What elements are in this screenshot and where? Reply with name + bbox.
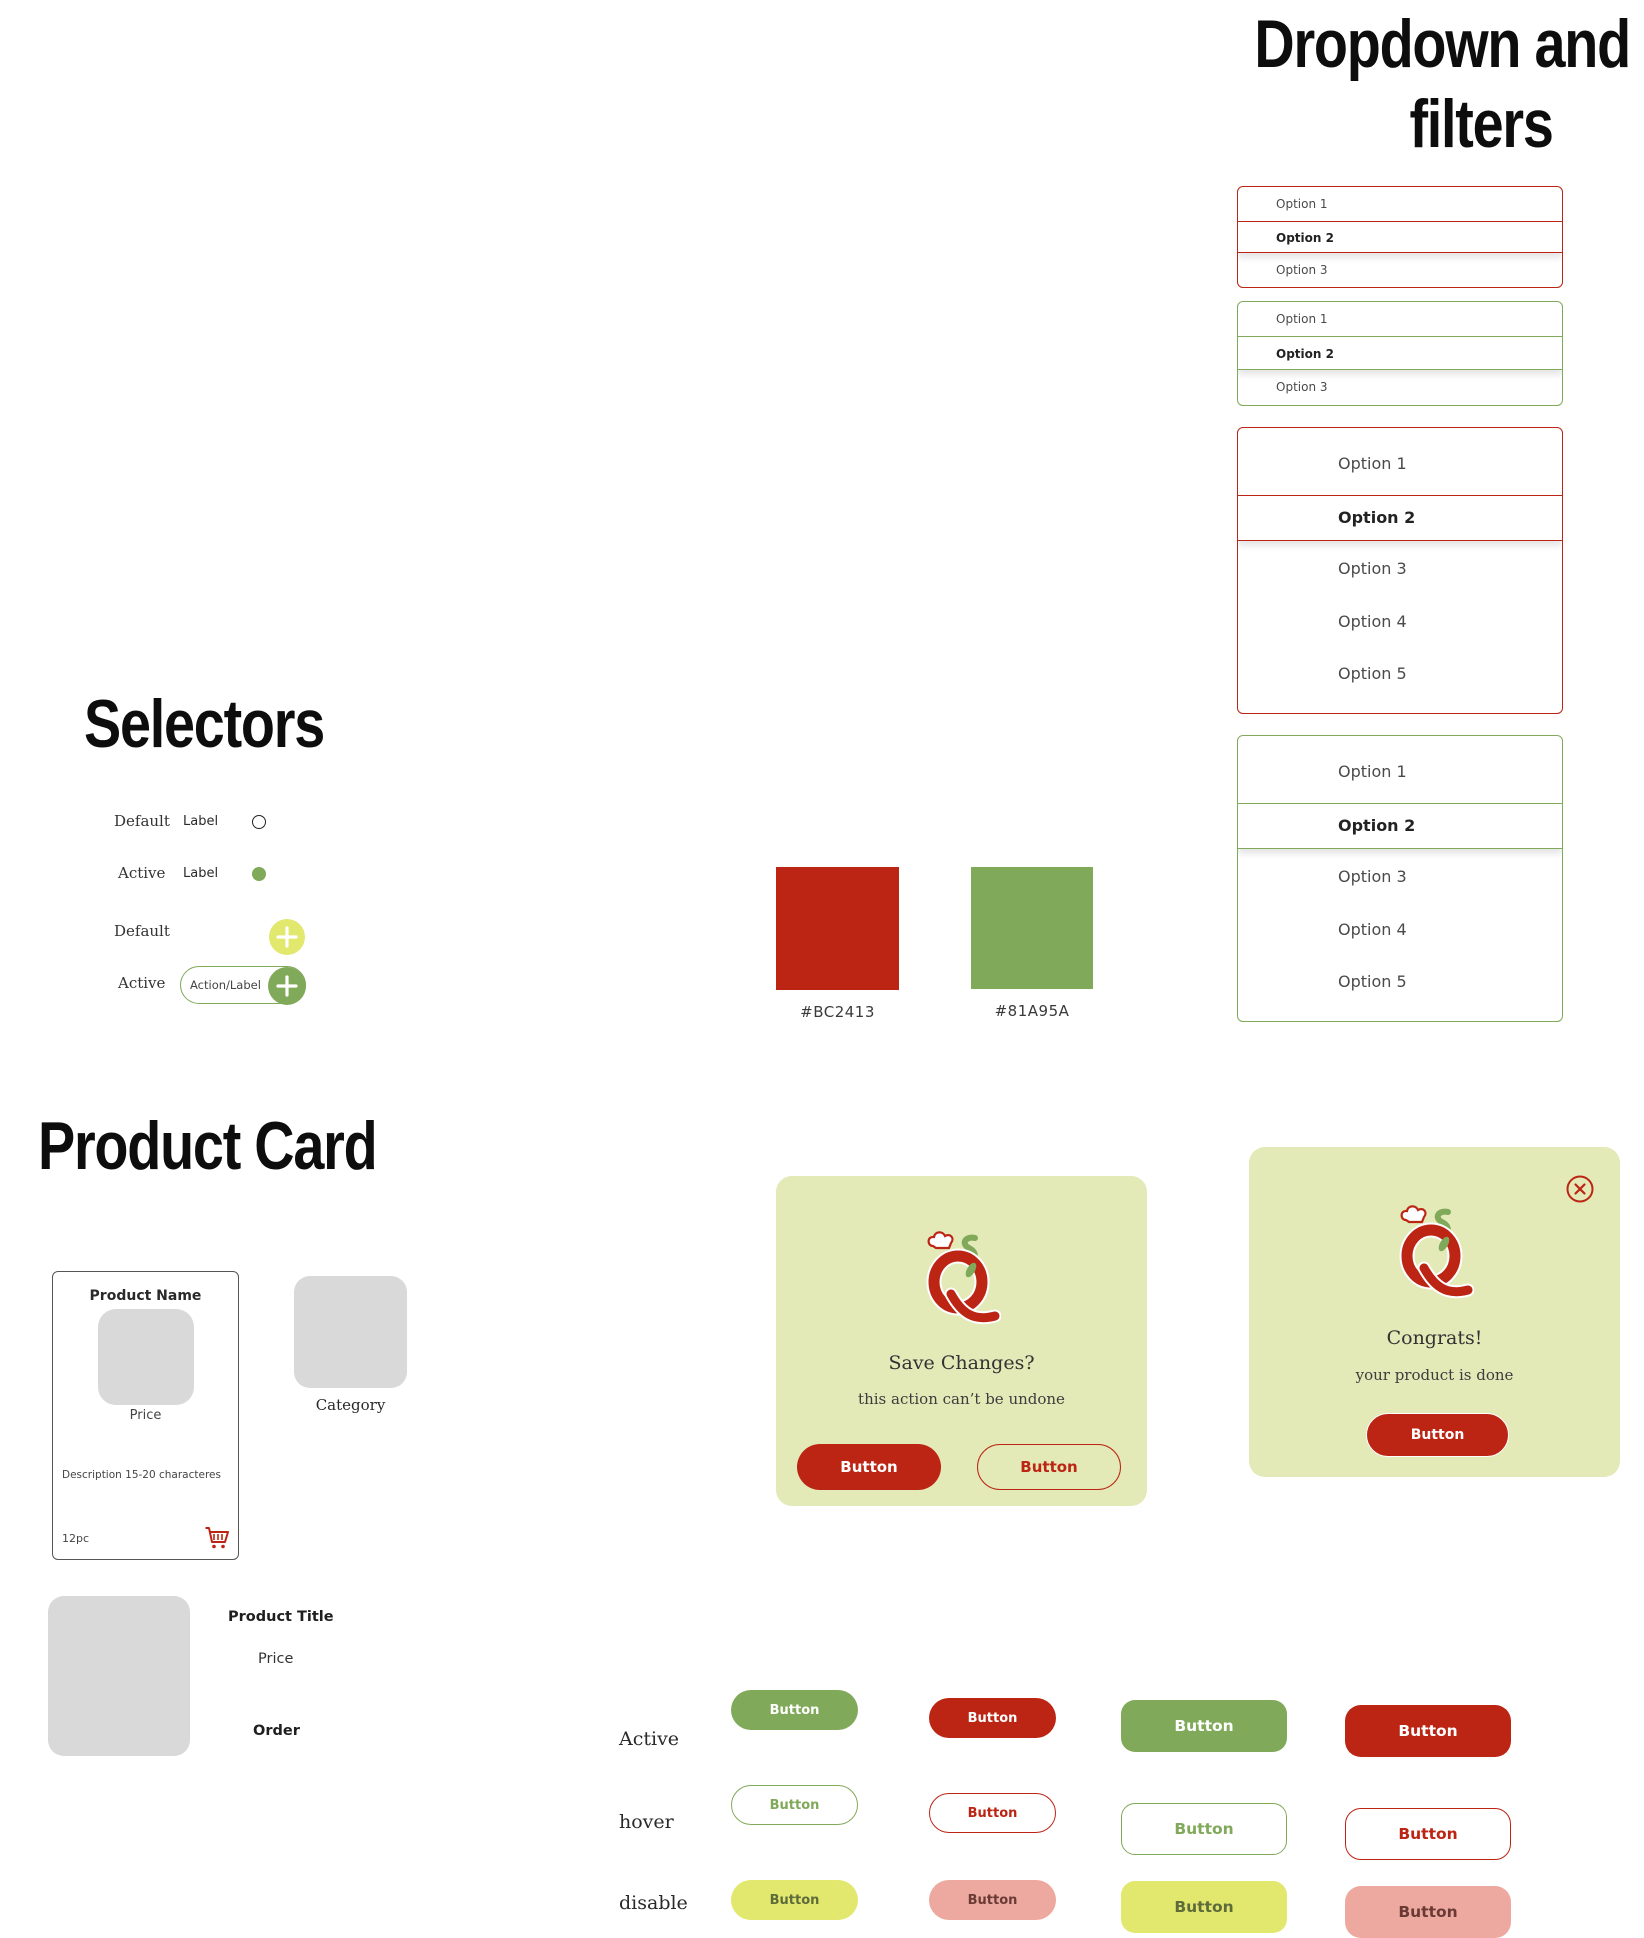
add-selector-state-default: Default — [114, 922, 170, 940]
cart-icon[interactable] — [204, 1526, 230, 1550]
radio-button-checked[interactable] — [252, 867, 266, 881]
button-green-large-hover[interactable]: Button — [1121, 1803, 1287, 1855]
button-green-small-hover[interactable]: Button — [731, 1785, 858, 1825]
selectors-heading: Selectors — [84, 686, 325, 762]
button-red-small-active[interactable]: Button — [929, 1698, 1056, 1738]
save-confirm-button[interactable]: Button — [797, 1444, 941, 1490]
dropdown-option[interactable]: Option 3 — [1276, 380, 1328, 394]
category-label: Category — [315, 1396, 386, 1414]
dropdown-option[interactable]: Option 4 — [1338, 920, 1407, 939]
button-red-large-active[interactable]: Button — [1345, 1705, 1511, 1757]
dialog-title: Save Changes? — [888, 1352, 1035, 1374]
product-quantity: 12pc — [62, 1532, 90, 1545]
add-button-default[interactable] — [269, 919, 305, 955]
dropdown-option[interactable]: Option 1 — [1338, 454, 1407, 473]
product-card-heading: Product Card — [38, 1108, 378, 1184]
button-green-small-disabled[interactable]: Button — [731, 1880, 858, 1920]
dropdown-small-green[interactable]: Option 1 Option 2 Option 3 — [1237, 301, 1563, 406]
dropdown-heading-line1: Dropdown and — [1254, 6, 1631, 82]
congrats-dialog: Congrats! your product is done Button — [1249, 1147, 1620, 1477]
dropdown-small-red[interactable]: Option 1 Option 2 Option 3 — [1237, 186, 1563, 288]
congrats-button[interactable]: Button — [1366, 1413, 1509, 1457]
close-circle-icon[interactable] — [1565, 1174, 1595, 1204]
dropdown-option-selected[interactable]: Option 2 — [1238, 336, 1562, 370]
dropdown-option[interactable]: Option 3 — [1338, 559, 1407, 578]
dialog-subtitle: this action can’t be undone — [858, 1390, 1065, 1408]
button-red-small-disabled[interactable]: Button — [929, 1880, 1056, 1920]
color-hex-red: #BC2413 — [800, 1003, 875, 1021]
button-red-large-hover[interactable]: Button — [1345, 1808, 1511, 1860]
dropdown-large-red[interactable]: Option 1 Option 2 Option 3 Option 4 Opti… — [1237, 427, 1563, 714]
action-label-text: Action/Label — [190, 978, 261, 992]
selector-state-default: Default — [114, 812, 170, 830]
dropdown-option-selected[interactable]: Option 2 — [1238, 495, 1562, 541]
dialog-subtitle: your product is done — [1355, 1366, 1514, 1384]
save-cancel-button[interactable]: Button — [977, 1444, 1121, 1490]
category-image-placeholder[interactable] — [294, 1276, 407, 1388]
dropdown-option-selected[interactable]: Option 2 — [1238, 221, 1562, 253]
button-state-label-hover: hover — [619, 1811, 674, 1833]
dropdown-heading-line2: filters — [1409, 86, 1554, 162]
q-chef-logo-icon — [926, 1231, 1001, 1325]
plus-icon — [276, 975, 298, 997]
button-state-label-disable: disable — [619, 1892, 688, 1914]
button-red-large-disabled[interactable]: Button — [1345, 1886, 1511, 1938]
button-green-large-active[interactable]: Button — [1121, 1700, 1287, 1752]
color-hex-green: #81A95A — [994, 1002, 1070, 1020]
add-button-active[interactable] — [268, 967, 306, 1005]
dropdown-option-selected[interactable]: Option 2 — [1238, 803, 1562, 849]
product-image-placeholder — [98, 1309, 194, 1405]
product-row-order-link[interactable]: Order — [253, 1723, 300, 1739]
q-chef-logo-icon — [1399, 1205, 1474, 1299]
radio-label: Label — [183, 814, 219, 829]
product-name: Product Name — [89, 1288, 202, 1304]
dropdown-option[interactable]: Option 5 — [1338, 972, 1407, 991]
dropdown-option[interactable]: Option 3 — [1276, 263, 1328, 277]
color-swatch-red — [776, 867, 899, 990]
dropdown-large-green[interactable]: Option 1 Option 2 Option 3 Option 4 Opti… — [1237, 735, 1563, 1022]
plus-icon — [276, 926, 298, 948]
save-changes-dialog: Save Changes? this action can’t be undon… — [776, 1176, 1147, 1506]
product-row-image-placeholder — [48, 1596, 190, 1756]
add-selector-state-active: Active — [118, 974, 166, 992]
dropdown-option[interactable]: Option 1 — [1276, 197, 1328, 211]
dialog-title: Congrats! — [1386, 1327, 1483, 1349]
dropdown-option[interactable]: Option 5 — [1338, 664, 1407, 683]
button-green-large-disabled[interactable]: Button — [1121, 1881, 1287, 1933]
product-row-title: Product Title — [228, 1609, 334, 1625]
radio-label: Label — [183, 866, 219, 881]
button-red-small-hover[interactable]: Button — [929, 1793, 1056, 1833]
product-row-price: Price — [258, 1651, 294, 1667]
dropdown-option[interactable]: Option 1 — [1276, 312, 1328, 326]
radio-button-unchecked[interactable] — [252, 815, 266, 829]
dropdown-option[interactable]: Option 3 — [1338, 867, 1407, 886]
product-card[interactable]: Product Name Price Description 15-20 cha… — [52, 1271, 239, 1560]
button-green-small-active[interactable]: Button — [731, 1690, 858, 1730]
button-state-label-active: Active — [619, 1728, 680, 1750]
product-description: Description 15-20 characteres — [62, 1469, 221, 1481]
selector-state-active: Active — [118, 864, 166, 882]
product-price: Price — [129, 1408, 162, 1423]
color-swatch-green — [971, 867, 1093, 989]
dropdown-option[interactable]: Option 1 — [1338, 762, 1407, 781]
dropdown-option[interactable]: Option 4 — [1338, 612, 1407, 631]
